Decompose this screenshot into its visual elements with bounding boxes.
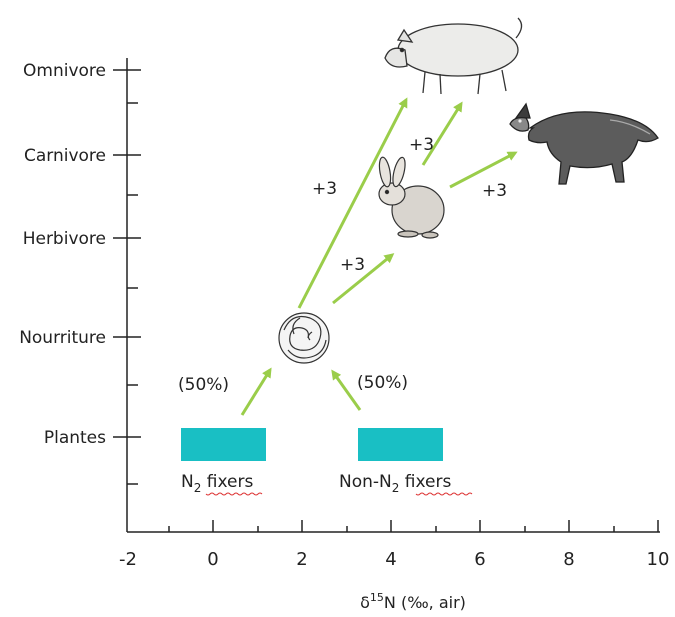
arrow-rabbit-to-wolf [449,151,518,189]
y-minor-ticks [127,102,138,485]
n2-fixers-label: N2 fixers [181,472,253,495]
y-label-plantes: Plantes [44,428,106,448]
y-label-omnivore: Omnivore [23,61,106,81]
left-percent-label: (50%) [178,375,229,395]
non-n2-fixers-label: Non-N2 fixers [339,472,451,495]
y-label-herbivore: Herbivore [23,229,106,249]
non-n2-fixers-bar [358,428,443,461]
x-tick-label: 10 [647,549,670,570]
step-label-rabbit-to-pig: +3 [409,135,434,155]
arrow-rabbit-to-pig [421,101,463,166]
n2-fixers-bar [181,428,266,461]
x-tick-label: 2 [296,549,307,570]
y-label-carnivore: Carnivore [24,146,106,166]
x-minor-ticks [168,526,615,532]
arrow-non-n2-to-food [331,369,362,411]
x-axis-title: δ15N (‰, air) [360,591,466,612]
y-major-ticks [113,69,141,438]
right-percent-label: (50%) [357,373,408,393]
step-label-to-rabbit: +3 [340,255,365,275]
food-icon [278,312,330,364]
rabbit-icon [378,156,445,239]
x-tick-label: 4 [385,549,396,570]
arrow-food-to-pig [297,97,408,309]
pig-icon [384,17,523,95]
flow-arrows [240,97,518,416]
arrow-n2-to-food [240,367,272,416]
spellcheck-underline [205,492,263,496]
x-tick-label: 6 [474,549,485,570]
wolf-icon [509,102,659,185]
x-major-ticks [212,520,659,532]
y-label-nourriture: Nourriture [19,328,106,348]
step-label-rabbit-to-wolf: +3 [482,181,507,201]
x-tick-label: -2 [119,549,137,570]
step-label-to-pig: +3 [312,179,337,199]
x-tick-label: 8 [563,549,574,570]
spellcheck-underline [415,492,473,496]
arrow-food-to-rabbit [332,253,395,305]
x-tick-label: 0 [207,549,218,570]
